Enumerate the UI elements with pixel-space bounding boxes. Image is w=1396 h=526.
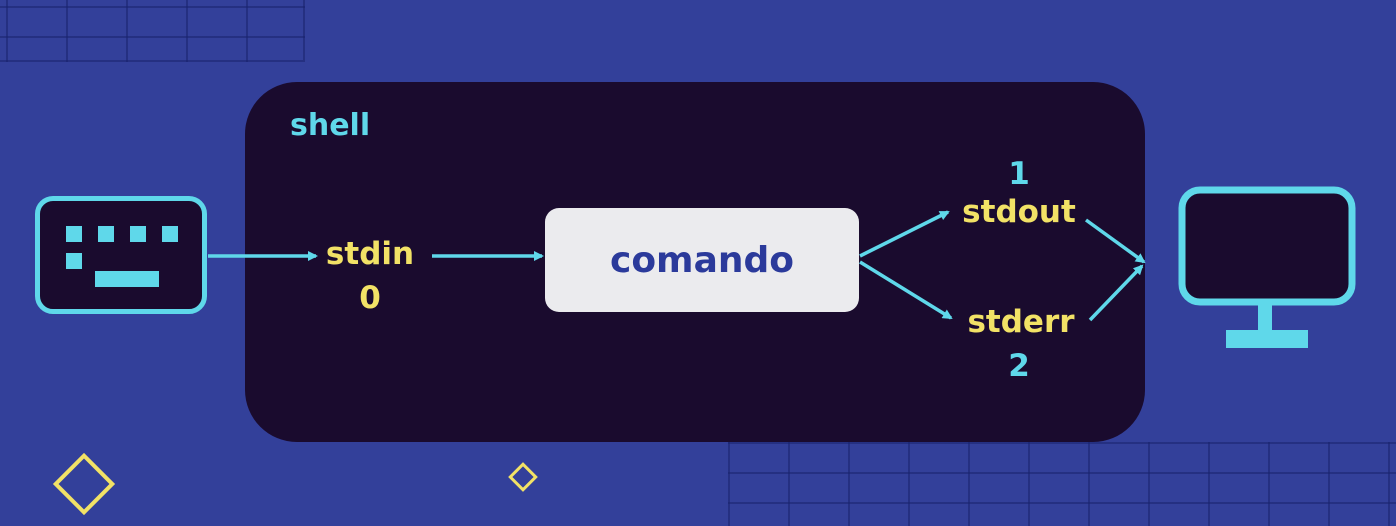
stderr-fd-number: 2 bbox=[1008, 348, 1030, 384]
diamond-icon bbox=[508, 462, 538, 492]
spacebar-key bbox=[95, 271, 159, 287]
key bbox=[162, 226, 178, 242]
key bbox=[130, 226, 146, 242]
key bbox=[98, 226, 114, 242]
background-grid-top-left bbox=[0, 0, 305, 62]
stdout-fd-number: 1 bbox=[1008, 156, 1030, 192]
arrow-stdout-to-monitor bbox=[1084, 218, 1146, 264]
stdout-label: stdout bbox=[962, 194, 1076, 230]
background-grid-bottom-right bbox=[728, 442, 1396, 526]
diamond-icon bbox=[52, 452, 116, 516]
key bbox=[66, 226, 82, 242]
arrow-comando-to-stdout bbox=[859, 210, 950, 258]
arrow-comando-to-stderr bbox=[859, 260, 953, 320]
shell-label: shell bbox=[290, 108, 371, 143]
stdin-label: stdin bbox=[325, 236, 415, 272]
keyboard-icon bbox=[35, 196, 207, 314]
stdin-fd-number: 0 bbox=[359, 280, 381, 316]
stderr-label: stderr bbox=[967, 304, 1075, 340]
key bbox=[66, 253, 82, 269]
arrow-stderr-to-monitor bbox=[1088, 264, 1144, 322]
comando-box: comando bbox=[545, 208, 859, 312]
